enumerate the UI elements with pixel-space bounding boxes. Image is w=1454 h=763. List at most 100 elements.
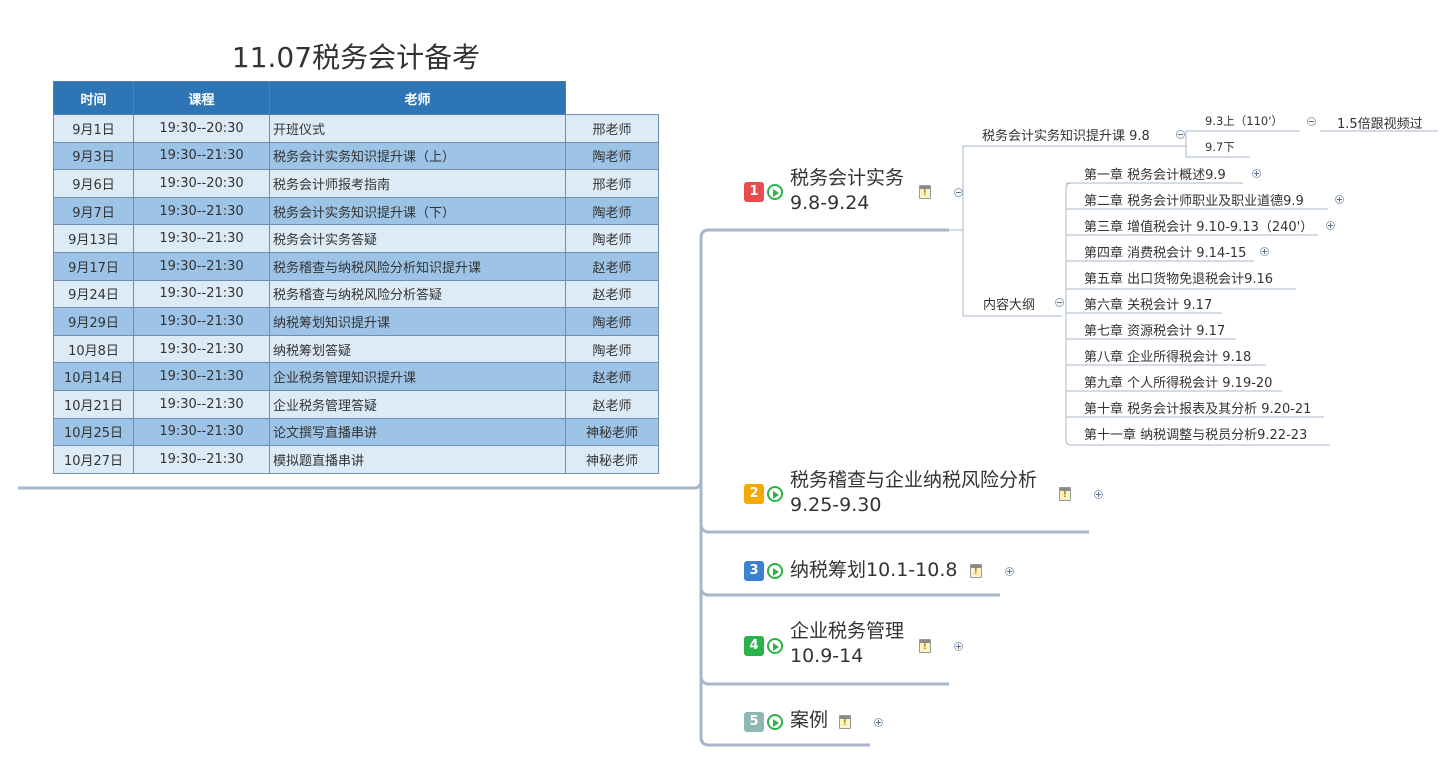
branch-item-first-half[interactable]: 9.3上（110'） [1205,114,1283,128]
note-icon[interactable] [1059,487,1071,501]
cell-course: 企业税务管理知识提升课 [269,362,566,391]
page-title: 11.07税务会计备考 [231,41,481,74]
chapter-node[interactable]: 第五章 出口货物免退税会计9.16 [1084,272,1274,287]
chapter-node[interactable]: 第一章 税务会计概述9.9 [1084,168,1226,183]
cell-date: 9月1日 [53,114,134,143]
cell-course: 税务稽查与纳税风险分析答疑 [269,279,566,309]
cell-date: 9月29日 [53,307,134,336]
expand-icon[interactable] [1005,567,1014,576]
table-header-row: 时间 课程 老师 [53,81,659,115]
cell-teacher: 陶老师 [565,141,659,171]
branch-knowledge-course[interactable]: 税务会计实务知识提升课 9.8 [982,129,1150,144]
chapter-node[interactable]: 第八章 企业所得税会计 9.18 [1084,350,1252,365]
play-icon[interactable] [767,714,783,730]
cell-date: 9月7日 [53,196,134,226]
cell-time: 19:30--21:30 [133,224,270,253]
cell-time: 19:30--21:30 [133,445,270,474]
note-icon[interactable] [919,185,931,199]
cell-teacher: 神秘老师 [565,445,659,474]
branch-item-second-half[interactable]: 9.7下 [1205,140,1235,154]
cell-course: 纳税筹划答疑 [269,334,566,364]
topic-2-title: 税务稽查与企业纳税风险分析 [790,469,1038,491]
cell-teacher: 赵老师 [565,362,659,391]
expand-icon[interactable] [1326,221,1335,230]
topic-4[interactable]: 企业税务管理 10.9-14 [790,619,904,669]
chapter-node[interactable]: 第四章 消费税会计 9.14-15 [1084,246,1247,261]
chapter-node[interactable]: 第十章 税务会计报表及其分析 9.20-21 [1084,402,1312,417]
cell-date: 9月3日 [53,141,134,171]
cell-date: 9月6日 [53,169,134,198]
cell-teacher: 陶老师 [565,196,659,226]
cell-course: 纳税筹划知识提升课 [269,307,566,336]
chapter-node[interactable]: 第六章 关税会计 9.17 [1084,298,1213,313]
cell-date: 10月25日 [53,417,134,447]
cell-teacher: 陶老师 [565,334,659,364]
collapse-icon[interactable] [1307,117,1316,126]
cell-time: 19:30--21:30 [133,141,270,171]
chapter-node[interactable]: 第二章 税务会计师职业及职业道德9.9 [1084,194,1304,209]
expand-icon[interactable] [954,642,963,651]
note-icon[interactable] [919,639,931,653]
expand-icon[interactable] [1252,169,1261,178]
cell-course: 税务会计实务知识提升课（上） [269,141,566,171]
play-icon[interactable] [767,563,783,579]
chapter-node[interactable]: 第九章 个人所得税会计 9.19-20 [1084,376,1273,391]
topic-5[interactable]: 案例 [790,709,829,731]
chapter-node[interactable]: 第三章 增值税会计 9.10-9.13（240'） [1084,220,1314,235]
cell-teacher: 邢老师 [565,114,659,143]
chapter-node[interactable]: 第七章 资源税会计 9.17 [1084,324,1226,339]
branch-note-speed[interactable]: 1.5倍跟视频过 [1337,117,1423,132]
topic-3[interactable]: 纳税筹划10.1-10.8 [790,559,958,581]
topic-2-dates: 9.25-9.30 [790,494,882,516]
cell-teacher: 神秘老师 [565,417,659,447]
play-icon[interactable] [767,638,783,654]
cell-time: 19:30--21:30 [133,279,270,309]
topic-number-badge: 2 [744,484,764,504]
topic-1-dates: 9.8-9.24 [790,192,870,214]
cell-time: 19:30--21:30 [133,417,270,447]
column-header-time: 时间 [53,81,134,115]
cell-date: 10月8日 [53,334,134,364]
collapse-icon[interactable] [1055,298,1064,307]
topic-4-dates: 10.9-14 [790,645,864,667]
expand-icon[interactable] [874,718,883,727]
collapse-icon[interactable] [1176,130,1185,139]
cell-time: 19:30--21:30 [133,251,270,281]
cell-time: 19:30--20:30 [133,114,270,143]
cell-time: 19:30--20:30 [133,169,270,198]
topic-number-badge: 3 [744,561,764,581]
cell-course: 税务会计实务知识提升课（下） [269,196,566,226]
chapter-node[interactable]: 第十一章 纳税调整与税员分析9.22-23 [1084,428,1308,443]
cell-course: 论文撰写直播串讲 [269,417,566,447]
expand-icon[interactable] [1260,247,1269,256]
topic-1-title: 税务会计实务 [790,167,905,189]
note-icon[interactable] [970,564,982,578]
play-icon[interactable] [767,184,783,200]
branch-outline[interactable]: 内容大纲 [983,298,1036,313]
cell-course: 税务稽查与纳税风险分析知识提升课 [269,251,566,281]
topic-1[interactable]: 税务会计实务 9.8-9.24 [790,166,904,216]
note-icon[interactable] [839,715,851,729]
topic-4-title: 企业税务管理 [790,620,905,642]
expand-icon[interactable] [1094,490,1103,499]
cell-teacher: 邢老师 [565,169,659,198]
cell-teacher: 赵老师 [565,389,659,419]
cell-date: 10月21日 [53,389,134,419]
play-icon[interactable] [767,486,783,502]
cell-time: 19:30--21:30 [133,196,270,226]
topic-number-badge: 5 [744,712,764,732]
expand-icon[interactable] [1335,195,1344,204]
collapse-icon[interactable] [954,188,963,197]
topic-number-badge: 4 [744,636,764,656]
topic-2[interactable]: 税务稽查与企业纳税风险分析 9.25-9.30 [790,468,1037,518]
cell-course: 开班仪式 [269,114,566,143]
